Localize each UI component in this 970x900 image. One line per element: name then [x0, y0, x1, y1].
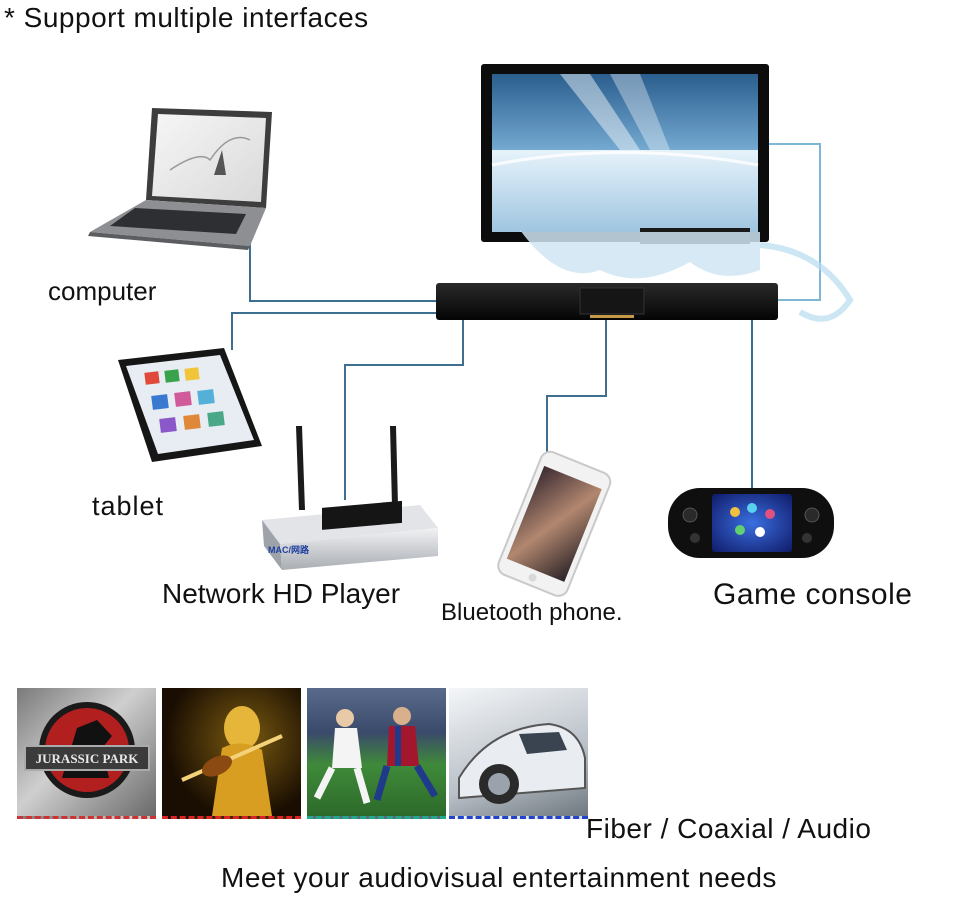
- laptop-icon: [88, 108, 272, 250]
- wire-computer: [249, 226, 436, 302]
- tv-icon: [481, 64, 854, 322]
- network-player-icon: [262, 426, 438, 570]
- label-game-console: Game console: [713, 578, 913, 611]
- thumbnail-jurassic-park: JURASSIC PARK: [17, 688, 156, 819]
- label-network-player: Network HD Player: [162, 578, 401, 609]
- thumbnail-sports-car: [449, 688, 588, 819]
- wire-player: [344, 320, 464, 500]
- label-computer: computer: [48, 276, 157, 306]
- thumbnail-violinist: [162, 688, 301, 819]
- thumbnail-soccer: [307, 688, 446, 819]
- footer-interfaces: Fiber / Coaxial / Audio: [586, 813, 872, 844]
- soundbar-icon: [436, 283, 778, 320]
- wire-group: [231, 143, 821, 500]
- label-bluetooth-phone: Bluetooth phone.: [441, 599, 623, 626]
- player-brand-text: MAC/网路: [268, 544, 310, 555]
- wire-phone: [546, 320, 607, 478]
- page-headline: * Support multiple interfaces: [4, 2, 369, 33]
- label-tablet: tablet: [92, 491, 165, 521]
- tablet-icon: [118, 348, 262, 462]
- game-console-icon: [668, 488, 834, 558]
- wire-tv: [768, 143, 821, 301]
- wire-tablet: [231, 312, 436, 350]
- footer-tagline: Meet your audiovisual entertainment need…: [221, 862, 777, 893]
- smartphone-icon: [497, 450, 612, 597]
- jurassic-logo-text: JURASSIC PARK: [36, 751, 140, 766]
